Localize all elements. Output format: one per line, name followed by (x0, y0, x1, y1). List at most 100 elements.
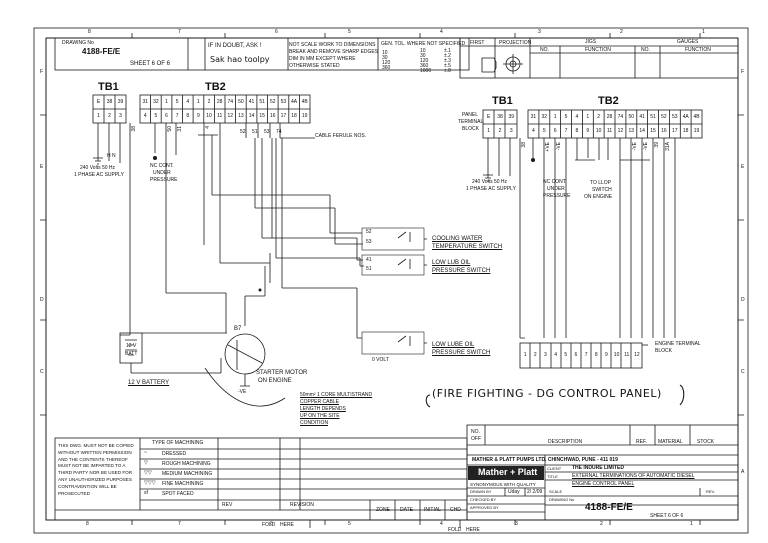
cable-spec-2: COPPER CABLE (300, 399, 339, 405)
wire-label: 39 (654, 142, 660, 148)
title-label: TITLE (547, 474, 558, 479)
engine-terminal-number: 9 (605, 351, 608, 358)
ferule: 51 (252, 129, 258, 135)
title-line-1: EXTERNAL TERMINATIONS OF AUTOMATIC DIESE… (572, 473, 695, 479)
handwritten-note: Sak hao toolpy (210, 55, 270, 64)
battery-batt: BATT (125, 351, 138, 357)
low-lub-label-2: PRESSURE SWITCH (432, 268, 491, 274)
scale-label: SCALE (549, 489, 563, 494)
terminal-bottom-number: 18 (682, 127, 689, 134)
desc-material: MATERIAL (658, 439, 683, 445)
right-supply-1: 240 Volts 50 Hz (472, 179, 508, 185)
terminal-top-number: 74 (227, 98, 234, 105)
title-line-2: ENGINE CONTROL PANEL (572, 481, 635, 487)
machining-label: SPOT FACED (162, 491, 194, 497)
terminal-bottom-number: 13 (238, 112, 244, 119)
machining-label: FINE MACHINING (162, 481, 204, 487)
terminal-bottom-number: 3 (119, 112, 122, 119)
terminal-top-number: 31 (142, 98, 149, 105)
machining-label: ROUGH MACHINING (162, 461, 211, 467)
llop-3: ON ENGINE (584, 194, 613, 200)
col-number: 7 (178, 29, 181, 35)
terminal-bottom-number: 8 (186, 112, 190, 119)
col-number: 3 (515, 521, 518, 527)
node-b7: B7 (234, 326, 242, 332)
terminal-top-number: 4A (291, 98, 298, 105)
terminal-top-number: 4 (186, 98, 190, 105)
terminal-top-number: 38 (497, 113, 503, 120)
jigs-label: JIGS (585, 39, 597, 45)
wire-label: 50 (167, 126, 173, 132)
terminal-bottom-number: 10 (206, 112, 212, 119)
left-supply-1: 240 Volts 50 Hz (80, 165, 116, 171)
wire-label: -VE (632, 142, 638, 151)
terminal-top-number: 2 (207, 98, 211, 105)
engine-block-label-2: BLOCK (655, 348, 672, 354)
wire-label: 38 (521, 142, 527, 148)
row-letter: E (40, 164, 44, 170)
terminal-top-number: 1 (165, 98, 168, 105)
terminal-bottom-number: 14 (248, 112, 255, 119)
client-name: THE INDURE LIMITED (572, 465, 624, 471)
projection-label: PROJECTION (499, 40, 532, 46)
terminal-top-number: 5 (175, 98, 179, 105)
llop-1: TO LLOP (590, 180, 612, 186)
ferule: 53 (366, 239, 372, 245)
date-label: DATE (400, 507, 413, 513)
initial-label: INITIAL (424, 507, 441, 513)
terminal-bottom-number: 9 (586, 127, 590, 134)
ferule: 52 (366, 229, 372, 235)
scale-note-3: DIM IN MM EXCEPT WHERE (289, 56, 356, 62)
terminal-bottom-number: 19 (301, 112, 308, 119)
terminal-bottom-number: 13 (628, 127, 635, 134)
terminal-top-number: 51 (650, 113, 656, 120)
machining-symbol: ▽▽ (144, 470, 152, 476)
llop-2: SWITCH (592, 187, 612, 193)
terminal-top-number: 2 (597, 113, 601, 120)
here-label: HERE (280, 522, 294, 528)
left-tb2-label: TB2 (205, 81, 226, 93)
row-letter: A (741, 469, 745, 475)
scale-note-4: OTHERWISE STATED (289, 63, 340, 69)
machining-symbol: sf (144, 490, 148, 496)
battery-v: 12 V (126, 343, 137, 349)
row-letter: F (40, 69, 44, 75)
engine-terminal-number: 6 (574, 351, 578, 358)
cable-spec-5: CONDITION (300, 420, 329, 426)
terminal-top-number: 39 (508, 113, 515, 120)
ferule: 51 (366, 266, 372, 272)
terminal-bottom-number: 10 (595, 127, 602, 134)
col-number: 6 (270, 521, 273, 527)
client-label: CLIENT (547, 466, 562, 471)
terminal-top-number: 32 (541, 113, 548, 120)
low-lub-label-1: LOW LUB OIL (432, 260, 471, 266)
right-nc-1: NC CONT. (543, 179, 567, 185)
terminal-top-number: 41 (639, 113, 645, 120)
jigs-function-label: FUNCTION (585, 47, 611, 53)
gauges-no-label: NO. (641, 47, 650, 53)
terminal-top-number: 50 (628, 113, 635, 120)
drawing-number-top: 4188-FE/E (82, 47, 121, 56)
left-tb1-label: TB1 (98, 81, 119, 93)
panel-label-1: PANEL (462, 112, 479, 118)
fold-label: FOLD (262, 522, 276, 528)
panel-label-3: BLOCK (462, 126, 479, 132)
terminal-top-number: 1 (197, 98, 200, 105)
company-tagline: SYNONYMOUS WITH QUALITY (470, 482, 536, 487)
drawing-no-label-bottom: DRAWING No (549, 497, 575, 502)
terminal-bottom-number: 8 (575, 127, 579, 134)
terminal-bottom-number: 11 (217, 112, 223, 119)
approved-by-label: APPROVED BY (470, 505, 499, 510)
company-logo: Mather + Platt (478, 467, 538, 477)
wire-label: -VE (643, 142, 649, 151)
left-nc-1: NC CONT. (150, 163, 174, 169)
engine-block-label-1: ENGINE TERMINAL (655, 341, 701, 347)
terminal-top-number: 28 (216, 98, 223, 105)
sheet-number-top: SHEET 6 OF 6 (130, 61, 170, 67)
engine-terminal-number: 12 (634, 351, 640, 358)
left-supply-2: 1 PHASE AC SUPPLY (74, 172, 124, 178)
terminal-bottom-number: 14 (639, 127, 645, 134)
terminal-bottom-number: 4 (532, 127, 535, 134)
